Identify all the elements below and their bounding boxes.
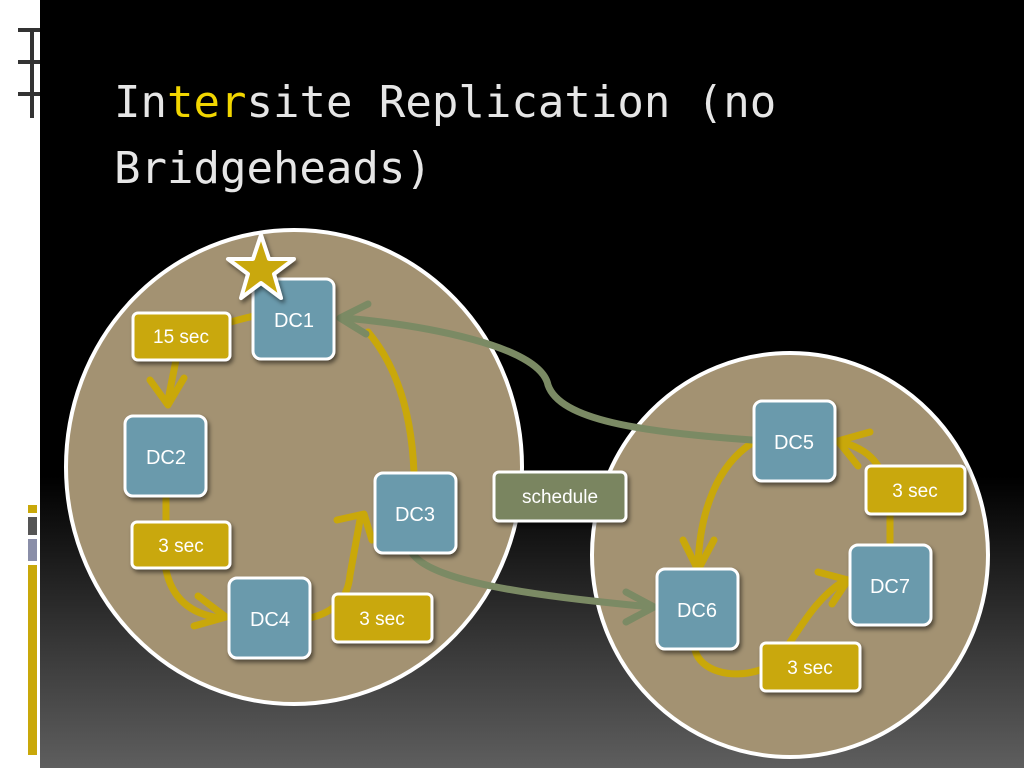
dc-box-dc3: DC3 bbox=[373, 471, 458, 555]
dc6-label: DC6 bbox=[677, 600, 717, 622]
dc1-label: DC1 bbox=[274, 310, 314, 332]
title-part-2: ter bbox=[166, 77, 247, 128]
arrow-dc3-to-dc1 bbox=[364, 328, 418, 477]
timer-3sec-dc6: 3 sec bbox=[759, 641, 862, 693]
schedule-box: schedule bbox=[492, 470, 628, 523]
arrow-dc5-to-dc6 bbox=[694, 439, 756, 569]
star-icon bbox=[226, 233, 296, 300]
schedule-label: schedule bbox=[522, 487, 598, 508]
title-line-2: Bridgeheads) bbox=[114, 143, 432, 194]
dc5-label: DC5 bbox=[774, 432, 814, 454]
arrowhead-dc6-to-dc7 bbox=[814, 568, 852, 608]
dc7-label: DC7 bbox=[870, 576, 910, 598]
arrowhead-dc7-to-dc5 bbox=[834, 428, 874, 470]
timer-3sec-dc7-label: 3 sec bbox=[892, 481, 937, 502]
arrowhead-dc4-to-dc3 bbox=[333, 510, 376, 544]
arrow-dc2-to-dc4 bbox=[162, 492, 224, 622]
dc-box-dc5: DC5 bbox=[752, 399, 837, 483]
dc-box-dc4: DC4 bbox=[227, 576, 312, 660]
timer-15sec: 15 sec bbox=[131, 311, 232, 362]
dc2-label: DC2 bbox=[146, 447, 186, 469]
title-part-1: In bbox=[114, 77, 167, 128]
dc-box-dc1: DC1 bbox=[251, 277, 336, 361]
site2-circle bbox=[590, 351, 990, 759]
timer-3sec-dc7: 3 sec bbox=[864, 464, 967, 516]
title-part-3: site Replication (no bbox=[246, 77, 777, 128]
timer-15sec-label: 15 sec bbox=[153, 327, 209, 348]
intersite-arrow-dc3-to-dc6 bbox=[408, 549, 656, 611]
intersite-arrow-dc5-to-dc1 bbox=[341, 314, 756, 444]
timer-3sec-dc4-label: 3 sec bbox=[359, 609, 404, 630]
arrowhead-dc1-to-dc2 bbox=[146, 374, 188, 409]
decorative-bar-icon bbox=[28, 505, 37, 755]
intersite-arrowhead-dc6 bbox=[622, 588, 658, 626]
timer-3sec-dc6-label: 3 sec bbox=[787, 658, 832, 679]
dc-box-dc2: DC2 bbox=[123, 414, 208, 498]
timer-3sec-dc2-label: 3 sec bbox=[158, 536, 203, 557]
dc4-label: DC4 bbox=[250, 609, 290, 631]
timer-3sec-dc4: 3 sec bbox=[331, 592, 434, 644]
dc-box-dc6: DC6 bbox=[655, 567, 740, 651]
dc-box-dc7: DC7 bbox=[848, 543, 933, 627]
arrowhead-dc2-to-dc4 bbox=[190, 592, 230, 630]
decorative-stripes-icon bbox=[18, 28, 40, 118]
intersite-arrowhead-dc1 bbox=[336, 300, 372, 338]
dc3-label: DC3 bbox=[395, 504, 435, 526]
timer-3sec-dc2: 3 sec bbox=[130, 520, 232, 570]
